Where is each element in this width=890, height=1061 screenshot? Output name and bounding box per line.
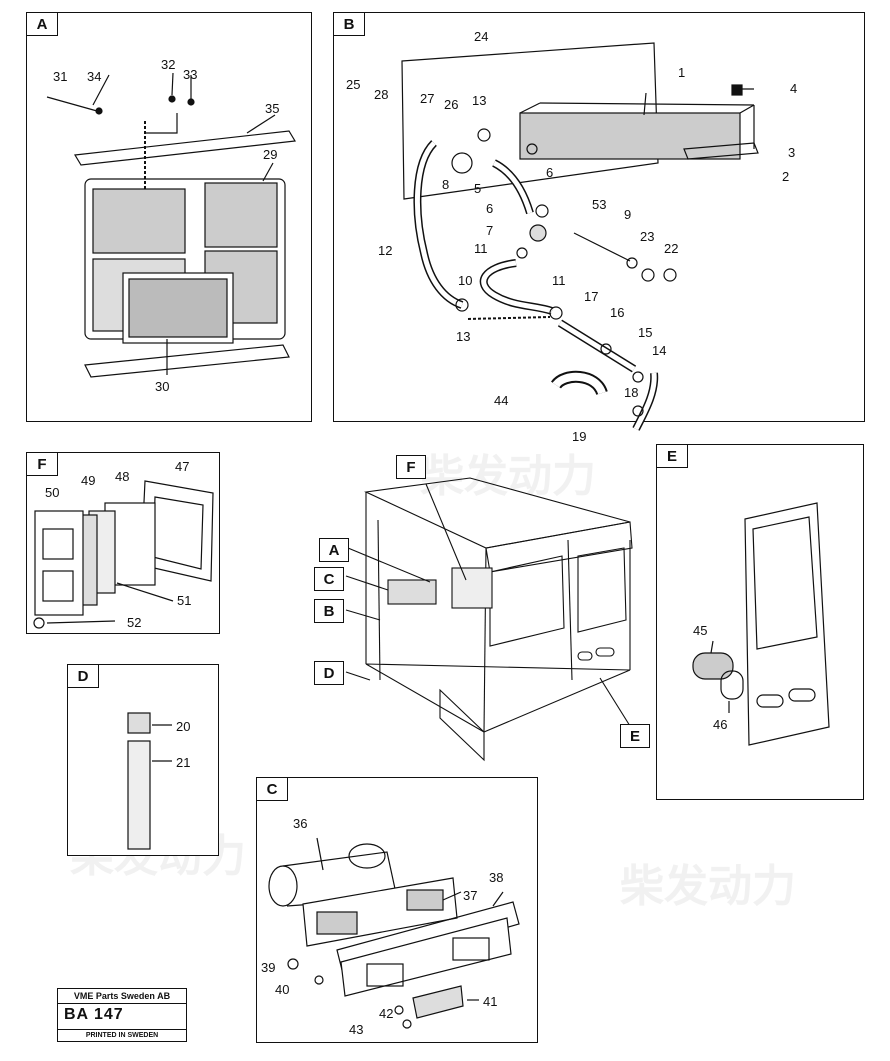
panel-c: C 36 37 38 39 40 41 42 43 [256, 777, 538, 1043]
catalog-stamp: VME Parts Sweden AB BA 147 PRINTED IN SW… [57, 988, 187, 1042]
part-47: 47 [175, 459, 189, 474]
part-14: 14 [652, 343, 666, 358]
part-16: 16 [610, 305, 624, 320]
part-32: 32 [161, 57, 175, 72]
panel-b-tag: B [333, 12, 365, 36]
part-52: 52 [127, 615, 141, 630]
panel-e-drawing: 45 46 [692, 502, 830, 746]
part-26: 26 [444, 97, 458, 112]
part-44: 44 [494, 393, 508, 408]
part-50: 50 [45, 485, 59, 500]
callout-c[interactable]: C [314, 567, 344, 591]
panel-f-tag: F [26, 452, 58, 476]
panel-f: F 50 49 48 47 51 52 [26, 452, 220, 634]
part-17: 17 [584, 289, 598, 304]
part-6b: 6 [486, 201, 493, 216]
part-6: 6 [546, 165, 553, 180]
stamp-company: VME Parts Sweden AB [58, 989, 186, 1004]
part-11b: 11 [552, 273, 566, 288]
part-21: 21 [176, 755, 190, 770]
part-36: 36 [293, 816, 307, 831]
part-33: 33 [183, 67, 197, 82]
part-2: 2 [782, 169, 789, 184]
panel-a: A 31 34 32 33 35 29 30 [26, 12, 312, 422]
panel-d-drawing: 20 21 [127, 712, 190, 850]
part-42: 42 [379, 1006, 393, 1021]
part-39: 39 [261, 960, 275, 975]
part-35: 35 [265, 101, 279, 116]
part-28: 28 [374, 87, 388, 102]
part-53: 53 [592, 197, 606, 212]
part-15: 15 [638, 325, 652, 340]
part-38: 38 [489, 870, 503, 885]
part-8: 8 [442, 177, 449, 192]
part-18: 18 [624, 385, 638, 400]
panel-e-tag: E [656, 444, 688, 468]
part-12: 12 [378, 243, 392, 258]
callout-b[interactable]: B [314, 599, 344, 623]
part-29: 29 [263, 147, 277, 162]
part-10: 10 [458, 273, 472, 288]
panel-c-tag: C [256, 777, 288, 801]
panel-a-drawing: 31 34 32 33 35 29 30 [46, 57, 296, 394]
callout-d[interactable]: D [314, 661, 344, 685]
panel-d-tag: D [67, 664, 99, 688]
panel-c-drawing: 36 37 38 39 40 41 42 43 [261, 816, 520, 1037]
part-25: 25 [346, 77, 360, 92]
part-13b: 13 [456, 329, 470, 344]
part-34: 34 [87, 69, 101, 84]
part-41: 41 [483, 994, 497, 1009]
callout-f[interactable]: F [396, 455, 426, 479]
part-27: 27 [420, 91, 434, 106]
part-5: 5 [474, 181, 481, 196]
part-30: 30 [155, 379, 169, 394]
part-24: 24 [474, 29, 488, 44]
watermark: 柴发动力 [420, 452, 596, 501]
part-23: 23 [640, 229, 654, 244]
panel-d: D 20 21 [67, 664, 219, 856]
part-22: 22 [664, 241, 678, 256]
part-20: 20 [176, 719, 190, 734]
part-37: 37 [463, 888, 477, 903]
stamp-code: BA 147 [64, 1006, 124, 1023]
panel-a-tag: A [26, 12, 58, 36]
part-48: 48 [115, 469, 129, 484]
part-46: 46 [713, 717, 727, 732]
part-4: 4 [790, 81, 797, 96]
panel-e: E 45 46 [656, 444, 864, 800]
part-51: 51 [177, 593, 191, 608]
part-43: 43 [349, 1022, 363, 1037]
part-3: 3 [788, 145, 795, 160]
panel-b: B [333, 12, 865, 444]
stamp-printed: PRINTED IN SWEDEN [58, 1029, 186, 1041]
part-13: 13 [472, 93, 486, 108]
part-9: 9 [624, 207, 631, 222]
panel-f-drawing: 50 49 48 47 51 52 [33, 459, 214, 630]
part-11: 11 [474, 241, 488, 256]
part-7: 7 [486, 223, 493, 238]
part-49: 49 [81, 473, 95, 488]
panel-b-drawing: 24 1 4 25 28 27 26 13 8 6 3 2 5 6 7 53 9… [346, 29, 797, 444]
part-31: 31 [53, 69, 67, 84]
part-1: 1 [678, 65, 685, 80]
part-40: 40 [275, 982, 289, 997]
watermark: 柴发动力 [620, 862, 796, 911]
part-19: 19 [572, 429, 586, 444]
callout-e[interactable]: E [620, 724, 650, 748]
part-45: 45 [693, 623, 707, 638]
callout-a[interactable]: A [319, 538, 349, 562]
